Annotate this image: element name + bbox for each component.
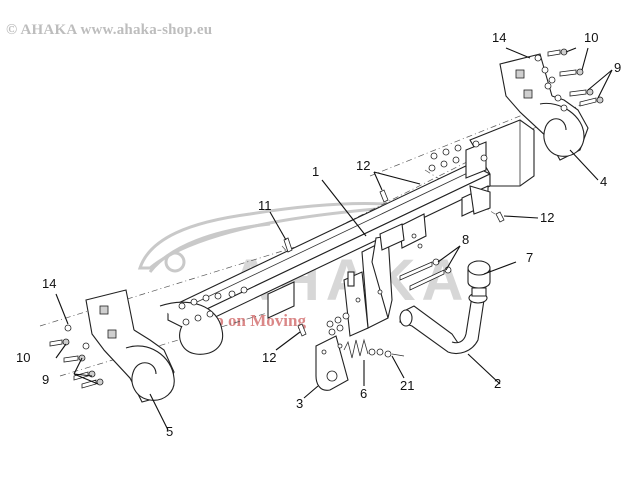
callout-14-right: 14 (492, 30, 506, 45)
callout-5: 5 (166, 424, 173, 439)
callout-8: 8 (462, 232, 469, 247)
tow-ball (467, 260, 491, 297)
callout-2: 2 (494, 376, 501, 391)
callout-14-left: 14 (42, 276, 56, 291)
copyright-watermark: © AHAKA www.ahaka-shop.eu (6, 22, 213, 38)
callout-3: 3 (296, 396, 303, 411)
callout-labels: 1 2 3 4 5 6 7 8 9 9 10 10 11 12 12 12 14… (16, 30, 621, 439)
callout-4: 4 (600, 174, 607, 189)
callout-12-bottom: 12 (262, 350, 276, 365)
callout-9-left: 9 (42, 372, 49, 387)
left-side-bracket (85, 289, 224, 403)
callout-12-top: 12 (356, 158, 370, 173)
electric-socket-plate (315, 335, 349, 391)
center-mount-bracket (343, 213, 427, 337)
callout-10-right: 10 (584, 30, 598, 45)
hardware-set (49, 48, 604, 389)
callout-7: 7 (526, 250, 533, 265)
callout-leaders (55, 47, 613, 431)
towball-neck (399, 292, 488, 355)
callout-10-left: 10 (16, 350, 30, 365)
callout-21: 21 (400, 378, 414, 393)
spring-part (343, 338, 405, 359)
callout-11: 11 (258, 198, 272, 213)
callout-6: 6 (360, 386, 367, 401)
right-side-bracket (499, 53, 589, 161)
callout-9-right: 9 (614, 60, 621, 75)
callout-1: 1 (312, 164, 319, 179)
callout-12-right: 12 (540, 210, 554, 225)
